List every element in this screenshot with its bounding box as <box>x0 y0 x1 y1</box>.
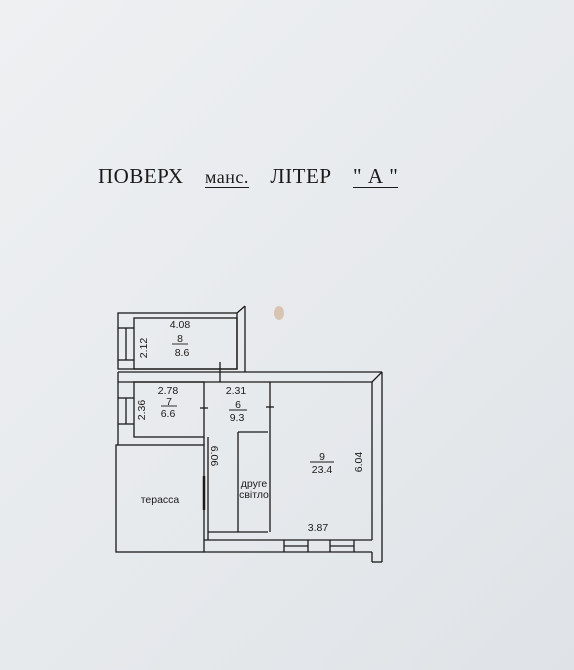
floor-word: ПОВЕРХ <box>98 164 184 188</box>
bottom-window-right <box>329 540 355 552</box>
room-6-width: 2.31 <box>226 385 247 397</box>
paper-stain <box>274 306 284 320</box>
room-7-depth: 2.36 <box>136 400 148 421</box>
room-9-depth: 6.04 <box>353 452 365 473</box>
room-6-number: 6 <box>235 399 241 411</box>
room-7-width: 2.78 <box>158 385 179 397</box>
room-9-number: 9 <box>319 451 325 463</box>
room-8-area: 8.6 <box>175 347 190 359</box>
room-7-number: 7 <box>166 396 172 408</box>
room-8-depth: 2.12 <box>138 338 150 359</box>
bottom-window-left <box>283 540 309 552</box>
terrace-label: терасса <box>141 494 180 506</box>
floor-value: манс. <box>205 167 249 188</box>
letter-value: " А " <box>353 164 399 189</box>
room-7-area: 6.6 <box>161 408 176 420</box>
room-8-number: 8 <box>177 333 183 345</box>
plan-heading: ПОВЕРХ манс. ЛІТЕР " А " <box>98 164 399 189</box>
room-8-width: 4.08 <box>170 319 191 331</box>
letter-word: ЛІТЕР <box>270 164 332 188</box>
room-9-width: 3.87 <box>308 522 329 534</box>
room-7-outline <box>133 381 205 438</box>
room-6-area: 9.3 <box>230 412 245 424</box>
room-8-inner <box>133 317 238 370</box>
second-light-label-1: друге <box>241 478 268 490</box>
second-light-label-2: світло <box>239 489 269 501</box>
room-9-area: 23.4 <box>312 464 333 476</box>
room-6-depth: 6.06 <box>208 446 220 467</box>
